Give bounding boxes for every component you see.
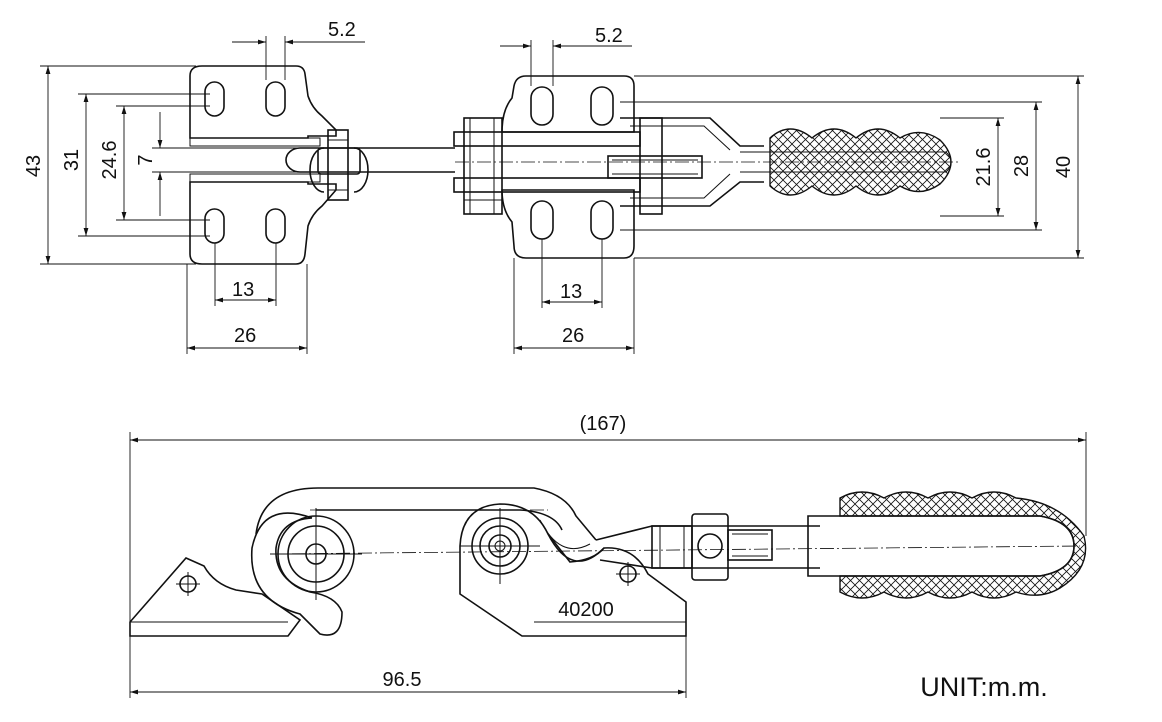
dim-hook-gap: 7: [135, 154, 157, 165]
dim-right-overall-height: 40: [1053, 156, 1075, 178]
dim-left-inner-height: 24.6: [99, 141, 121, 180]
dim-left-slot-spacing: 13: [232, 279, 254, 301]
dim-right-slot-height: 28: [1011, 155, 1033, 177]
dim-right-slot-width: 5.2: [595, 25, 623, 47]
dim-overall-length: (167): [580, 413, 627, 435]
top-view-dimensions: 5.2 43 31 24.6 7 13 26: [23, 19, 1084, 354]
dim-left-slot-height: 31: [61, 149, 83, 171]
left-hook-plate: [189, 65, 455, 265]
dim-left-slot-width: 5.2: [328, 19, 356, 41]
dim-right-slot-spacing: 13: [560, 281, 582, 303]
side-view-clamp: [129, 487, 1087, 637]
dim-handle-height: 21.6: [973, 148, 995, 187]
side-view-dimensions: (167) 96.5 40200: [129, 413, 1087, 698]
right-latch-body: [453, 75, 960, 259]
dim-base-length: 96.5: [383, 669, 422, 691]
dim-left-overall-height: 43: [23, 155, 45, 177]
unit-label: UNIT:m.m.: [920, 672, 1048, 702]
model-number: 40200: [558, 599, 614, 621]
dim-left-plate-width: 26: [234, 325, 256, 347]
dim-right-plate-width: 26: [562, 325, 584, 347]
